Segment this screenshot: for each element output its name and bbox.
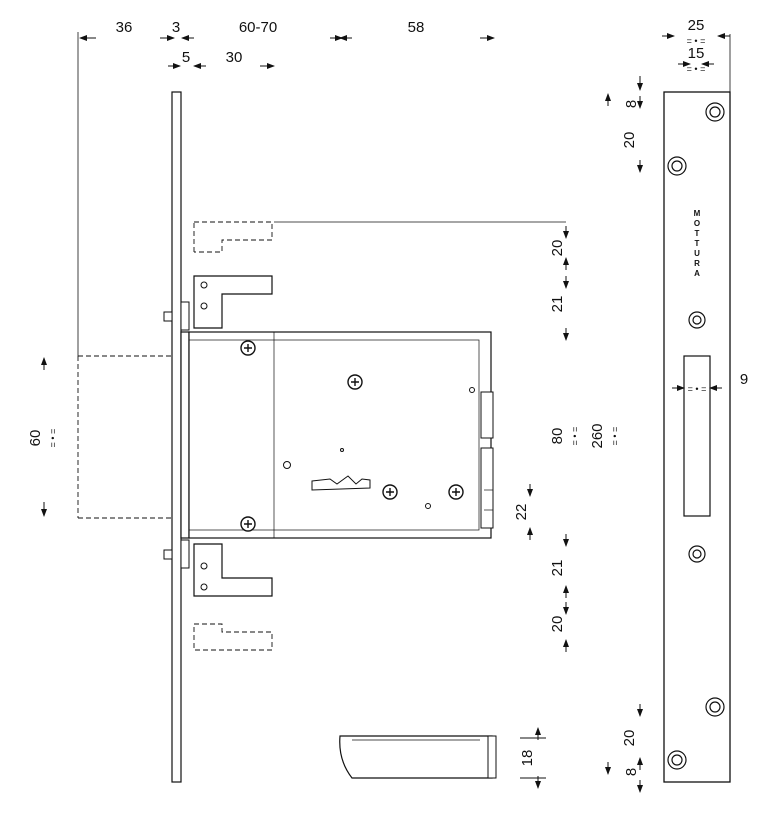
- brand-letter: M: [694, 209, 701, 218]
- upper-deadbolt: [163, 275, 273, 331]
- svg-text:= • =: = • =: [687, 36, 706, 46]
- extended-bolt-outline: [77, 221, 273, 651]
- screw: [240, 340, 464, 532]
- leader-lines: [77, 32, 731, 356]
- dimension-label: 8: [623, 100, 640, 108]
- svg-text:= • =: = • =: [687, 64, 706, 74]
- centre-symbol: = • = = • = = • = = • = = • = = • =: [48, 36, 706, 447]
- dimension-label: 21: [549, 560, 566, 577]
- dimension-label: 25: [688, 17, 705, 34]
- dimension-label: 3: [172, 19, 180, 36]
- dimension-label: 21: [549, 296, 566, 313]
- dimension-label: 15: [688, 45, 705, 62]
- brand-letter: U: [694, 249, 700, 258]
- brand-logo: M O T T U R A: [694, 209, 701, 278]
- dimension-label: 5: [182, 49, 190, 66]
- brand-letter: O: [694, 219, 700, 228]
- dimension-label: 60-70: [239, 19, 277, 36]
- strike-plate: [663, 91, 731, 783]
- dimension-label: 22: [513, 504, 530, 521]
- svg-text:= • =: = • =: [48, 429, 58, 448]
- dimension-label: 8: [623, 768, 640, 776]
- dimension-label: 80: [549, 428, 566, 445]
- svg-text:= • =: = • =: [610, 427, 620, 446]
- latch-unit: [339, 735, 497, 779]
- dimension-label: 260: [589, 423, 606, 448]
- lower-deadbolt: [163, 539, 273, 597]
- dimension-label: 9: [740, 371, 748, 388]
- svg-text:= • =: = • =: [570, 427, 580, 446]
- brand-letter: T: [695, 239, 700, 248]
- dimension-label: 20: [549, 240, 566, 257]
- dimension-label: 20: [549, 616, 566, 633]
- dimension-label: 18: [519, 750, 536, 767]
- keyhole: [283, 387, 475, 509]
- brand-letter: R: [694, 259, 700, 268]
- dimension-label: 20: [621, 132, 638, 149]
- brand-letter: T: [695, 229, 700, 238]
- dimension-label: 30: [226, 49, 243, 66]
- dimension-arrows: [41, 33, 730, 793]
- dimension-label: 60: [27, 430, 44, 447]
- dimension-label: 58: [408, 19, 425, 36]
- svg-text:= • =: = • =: [688, 384, 707, 394]
- lock-body: [180, 331, 494, 539]
- dimension-label: 36: [116, 19, 133, 36]
- brand-letter: A: [694, 269, 700, 278]
- dimension-label: 20: [621, 730, 638, 747]
- faceplate: [171, 91, 182, 783]
